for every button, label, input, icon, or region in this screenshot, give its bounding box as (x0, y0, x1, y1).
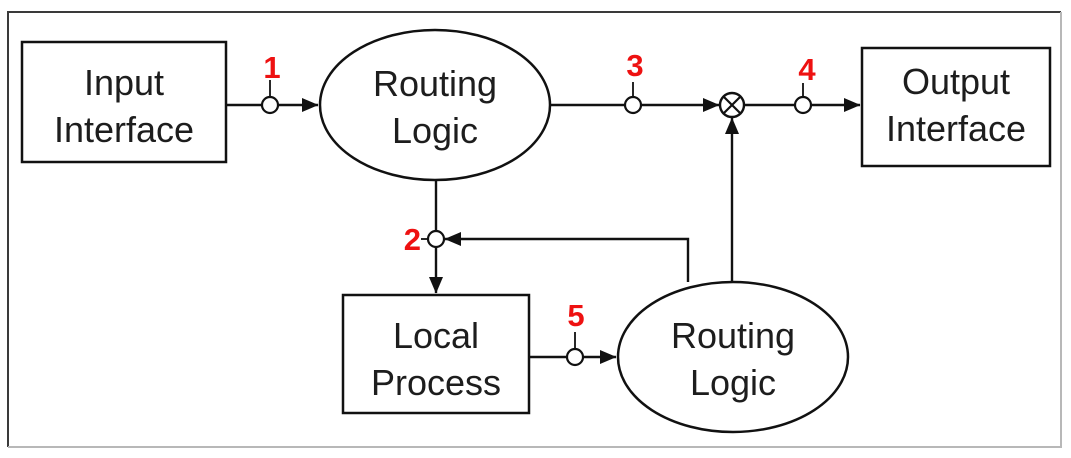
outer-frame-bottom-right (8, 12, 1062, 448)
marker-1-label: 1 (263, 50, 280, 85)
outer-frame-top-left (7, 11, 1061, 447)
marker-point-4: 4 (793, 52, 816, 115)
node-output-interface: Output Interface (860, 46, 1052, 168)
marker-3-label: 3 (626, 48, 643, 83)
junction-circle-2 (426, 229, 446, 249)
routing-logic-bottom-ellipse (616, 280, 850, 434)
junction-circle-1 (260, 95, 280, 115)
marker-point-3: 3 (623, 48, 644, 115)
routing-logic-bottom-label-line1: Routing (671, 315, 795, 356)
node-routing-logic-top: Routing Logic (318, 28, 552, 182)
routing-logic-bottom-label-line2: Logic (690, 362, 776, 403)
marker-4-label: 4 (798, 52, 816, 87)
marker-point-5: 5 (565, 298, 585, 367)
local-process-box (341, 293, 531, 415)
junction-circle-5 (565, 347, 585, 367)
output-interface-label-line2: Interface (886, 108, 1026, 149)
marker-2-label: 2 (404, 222, 421, 257)
output-interface-label-line1: Output (902, 61, 1010, 102)
circle-cross-junction-icon (718, 91, 746, 119)
input-interface-box (20, 40, 228, 164)
edge-feedback-routing-bottom-to-point-2 (444, 232, 690, 282)
marker-point-2: 2 (404, 222, 446, 257)
input-interface-label-line1: Input (84, 62, 164, 103)
marker-5-label: 5 (567, 298, 584, 333)
junction-circle-4 (793, 95, 813, 115)
routing-logic-top-label-line1: Routing (373, 63, 497, 104)
circle-cross-diagonal-2 (722, 95, 742, 115)
node-local-process: Local Process (341, 293, 531, 415)
input-interface-label-line2: Interface (54, 109, 194, 150)
routing-logic-top-ellipse (318, 28, 552, 182)
local-process-label-line1: Local (393, 315, 479, 356)
junction-circle-3 (623, 95, 643, 115)
output-interface-box (860, 46, 1052, 168)
node-routing-logic-bottom: Routing Logic (616, 280, 850, 434)
node-input-interface: Input Interface (20, 40, 228, 164)
routing-logic-top-label-line2: Logic (392, 110, 478, 151)
local-process-label-line2: Process (371, 362, 501, 403)
marker-point-1: 1 (260, 50, 281, 115)
